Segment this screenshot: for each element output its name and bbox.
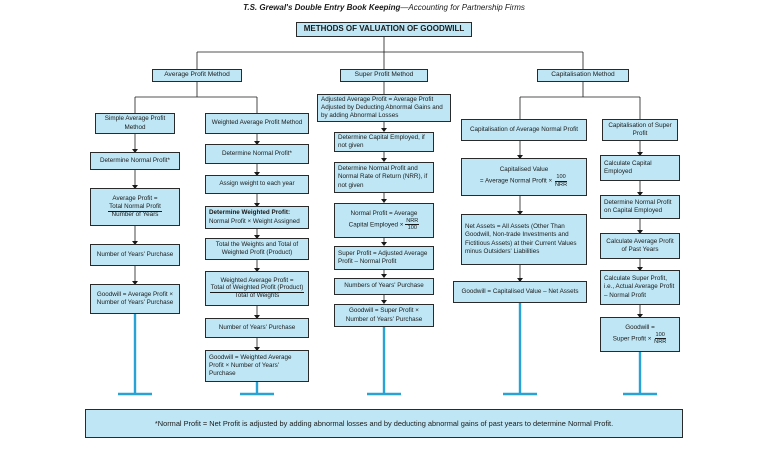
simple-step-normal-profit: Determine Normal Profit* [90, 152, 180, 170]
simple-step-average-profit: Average Profit = Total Normal Profit Num… [90, 188, 180, 226]
weighted-avg-fraction: Total of Weighted Profit (Product) Total… [209, 284, 305, 300]
average-profit-method-box: Average Profit Method [152, 69, 242, 82]
weighted-step-years-purchase: Number of Years' Purchase [205, 318, 309, 338]
super-step-normal-profit: Normal Profit = Average Capital Employed… [334, 203, 434, 238]
super-step-years-purchase: Numbers of Years' Purchase [334, 278, 434, 295]
cap-super-step-capital-employed: Calculate Capital Employed [600, 155, 680, 181]
simple-avg-label: Average Profit = [112, 195, 158, 203]
cap-super-gw-numerator: 100 [654, 331, 666, 340]
super-step-super-profit: Super Profit = Adjusted Average Profit –… [334, 246, 434, 270]
weighted-step-assign-weight: Assign weight to each year [205, 175, 309, 194]
cap-super-step-super-profit: Calculate Super Profit, i.e., Actual Ave… [600, 270, 680, 305]
simple-average-head: Simple Average Profit Method [95, 113, 175, 134]
weighted-avg-denominator: Total of Weights [234, 292, 280, 300]
cap-avg-step-capitalised-value: Capitalised Value = Average Normal Profi… [461, 158, 587, 196]
weighted-average-head: Weighted Average Profit Method [205, 113, 309, 134]
cap-average-head: Capitalisation of Average Normal Profit [461, 119, 587, 141]
super-np-numerator: NRR [405, 217, 420, 226]
cap-value-numerator: 100 [555, 174, 567, 182]
book-title: T.S. Grewal's Double Entry Book Keeping [243, 3, 401, 12]
weighted-step-weighted-average: Weighted Average Profit = Total of Weigh… [205, 271, 309, 306]
super-step-normal-profit-nrr: Determine Normal Profit and Normal Rate … [334, 162, 434, 193]
page-header: T.S. Grewal's Double Entry Book Keeping—… [0, 3, 768, 12]
cap-value-prefix: = Average Normal Profit × [479, 177, 553, 185]
simple-step-years-purchase: Number of Years' Purchase [90, 244, 180, 266]
cap-super-step-goodwill: Goodwill = Super Profit × 100 NRR [600, 317, 680, 352]
cap-avg-step-net-assets: Net Assets = All Assets (Other Than Good… [461, 214, 587, 265]
weighted-avg-numerator: Total of Weighted Profit (Product) [209, 284, 305, 294]
cap-value-label: Capitalised Value [499, 166, 549, 174]
cap-value-fraction: 100 NRR [554, 174, 568, 187]
simple-step-goodwill: Goodwill = Average Profit × Number of Ye… [90, 284, 180, 314]
cap-super-gw-prefix: Super Profit × [612, 335, 652, 343]
weighted-step-normal-profit: Determine Normal Profit* [205, 144, 309, 164]
weighted-avg-label: Weighted Average Profit = [220, 276, 294, 284]
simple-avg-numerator: Total Normal Profit [108, 202, 162, 212]
cap-super-gw-denominator: NRR [654, 339, 667, 346]
cap-super-step-normal-profit: Determine Normal Profit on Capital Emplo… [600, 195, 680, 219]
weighted-profit-rest: Normal Profit × Weight Assigned [209, 217, 300, 225]
super-np-label: Normal Profit = Average [350, 209, 418, 217]
capitalisation-method-box: Capitalisation Method [537, 69, 629, 82]
cap-super-step-average-profit: Calculate Average Profit of Past Years [600, 233, 680, 259]
super-step-goodwill: Goodwill = Super Profit × Number of Year… [334, 304, 434, 327]
cap-super-gw-label: Goodwill = [625, 323, 655, 331]
super-np-denominator: 100 [407, 225, 417, 232]
super-step-capital-employed: Determine Capital Employed, if not given [334, 132, 434, 152]
weighted-step-total-weights: Total the Weights and Total of Weighted … [205, 238, 309, 260]
normal-profit-footnote: *Normal Profit = Net Profit is adjusted … [85, 409, 683, 438]
simple-avg-denominator: Number of Years [111, 210, 159, 218]
header-subtitle: Accounting for Partnership Firms [408, 3, 525, 12]
super-step-adjusted-average: Adjusted Average Profit = Average Profit… [317, 94, 451, 122]
weighted-profit-bold: Determine Weighted Profit: [209, 209, 291, 217]
cap-value-denominator: NRR [554, 181, 568, 188]
diagram-title: METHODS OF VALUATION OF GOODWILL [296, 22, 472, 37]
cap-avg-step-goodwill: Goodwill = Capitalised Value – Net Asset… [453, 281, 587, 303]
simple-avg-fraction: Total Normal Profit Number of Years [108, 202, 162, 219]
weighted-step-goodwill: Goodwill = Weighted Average Profit × Num… [205, 350, 309, 382]
weighted-step-weighted-profit: Determine Weighted Profit: Normal Profit… [205, 206, 309, 229]
super-np-fraction: NRR 100 [405, 217, 420, 232]
super-np-prefix: Capital Employed × [348, 221, 404, 229]
cap-super-gw-fraction: 100 NRR [653, 332, 667, 345]
cap-super-head: Capitalisation of Super Profit [602, 119, 678, 141]
header-dash: — [400, 3, 409, 12]
super-profit-method-box: Super Profit Method [340, 69, 428, 82]
